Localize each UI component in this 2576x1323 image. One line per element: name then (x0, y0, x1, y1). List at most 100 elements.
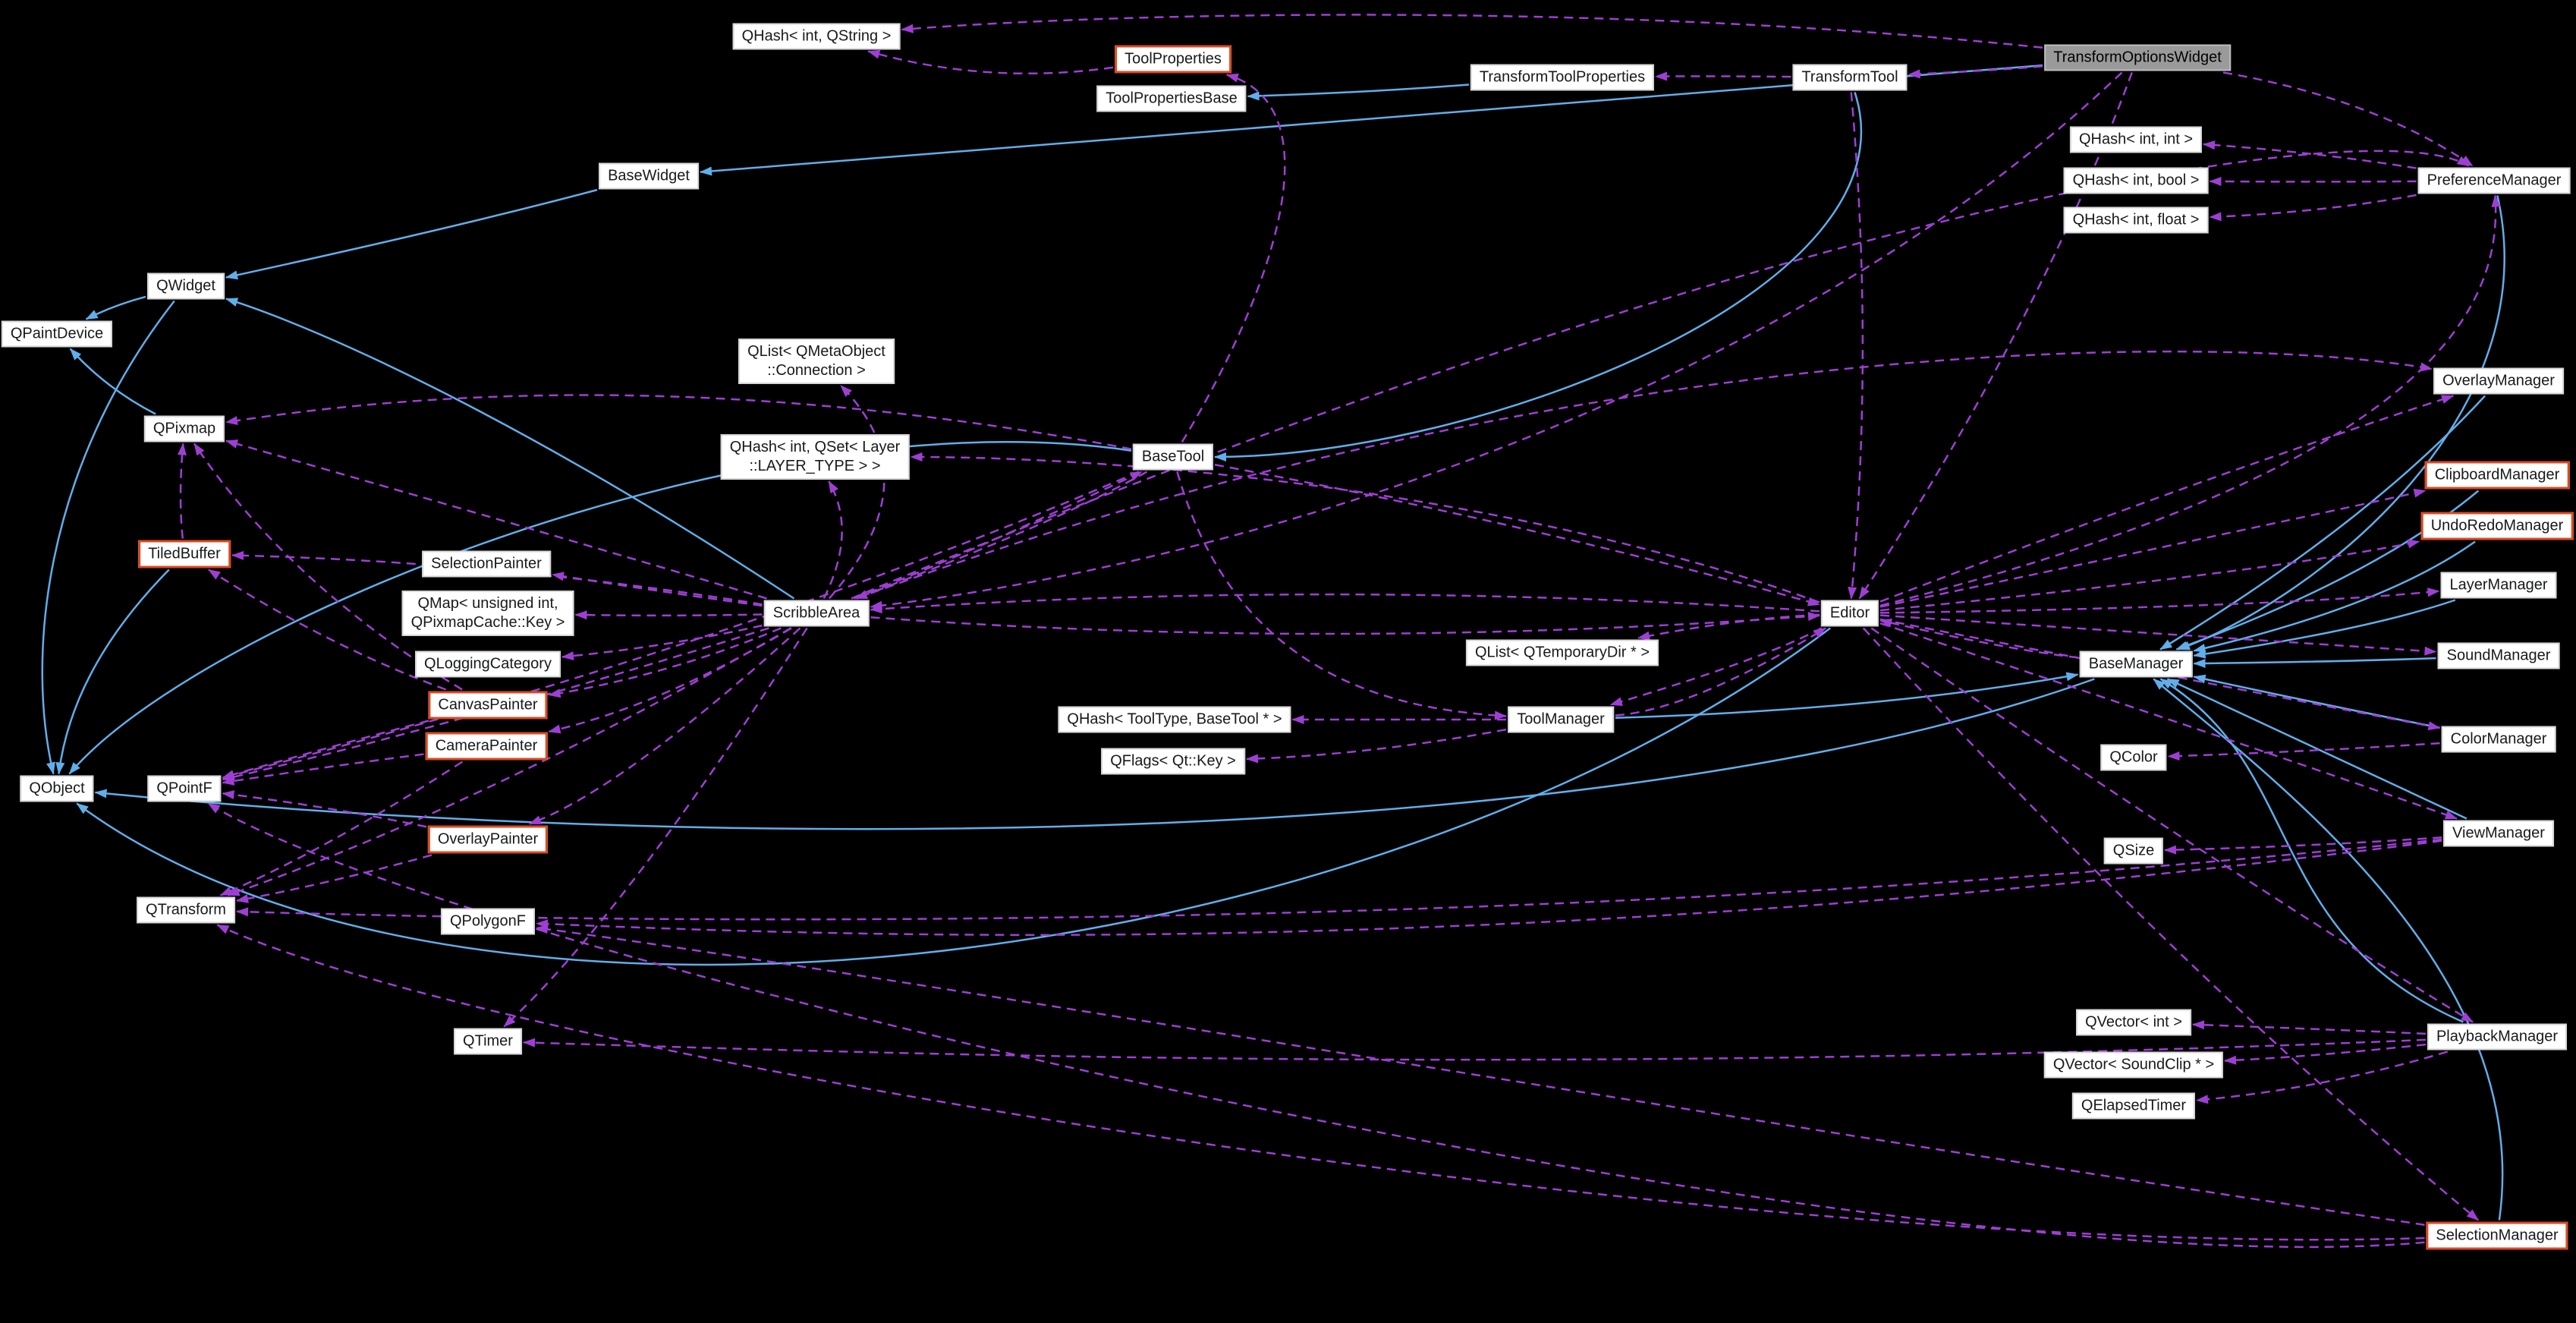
edge-base_tool-qobject (68, 441, 1132, 775)
edge-scribble_area-qtimer (503, 627, 808, 1028)
edge-playback_manager-qelapsed_timer (2196, 1051, 2449, 1104)
node-overlay_painter[interactable]: OverlayPainter (427, 825, 549, 854)
edge-view_manager-qsize (2164, 836, 2442, 855)
edge-editor-scribble_area (870, 593, 1820, 614)
edge-base_tool-qpointf (222, 471, 1140, 780)
edge-editor-selection_manager (1862, 627, 2479, 1221)
node-qelapsed_timer[interactable]: QElapsedTimer (2071, 1092, 2196, 1120)
node-scribble_area[interactable]: ScribbleArea (763, 600, 870, 627)
node-preference_manager[interactable]: PreferenceManager (2417, 167, 2571, 194)
node-camera_painter[interactable]: CameraPainter (425, 732, 548, 761)
node-clipboard_manager[interactable]: ClipboardManager (2424, 461, 2570, 490)
edge-view_manager-qtransform (236, 838, 2442, 921)
node-sound_manager[interactable]: SoundManager (2437, 642, 2560, 669)
node-qsize[interactable]: QSize (2103, 837, 2164, 865)
edge-preference_manager-qhash_int_bool (2209, 176, 2417, 186)
node-base_widget[interactable]: BaseWidget (599, 162, 699, 190)
node-qhash_layer[interactable]: QHash< int, QSet< Layer ::LAYER_TYPE > > (720, 434, 910, 480)
node-qhash_int_bool[interactable]: QHash< int, bool > (2063, 167, 2209, 194)
edge-playback_manager-qtimer (523, 1038, 2427, 1061)
node-qvector_soundclip[interactable]: QVector< SoundClip * > (2043, 1051, 2224, 1079)
node-qobject[interactable]: QObject (20, 775, 94, 802)
node-tool_manager[interactable]: ToolManager (1508, 706, 1614, 733)
node-playback_manager[interactable]: PlaybackManager (2427, 1023, 2568, 1051)
node-qhash_int_float[interactable]: QHash< int, float > (2063, 206, 2209, 234)
edge-editor-qhash_layer (910, 452, 1820, 603)
node-qpolygonf[interactable]: QPolygonF (440, 908, 536, 935)
edge-editor-tool_manager (1609, 627, 1823, 706)
edge-layer_manager-base_manager (2193, 599, 2456, 659)
edge-editor-qobject (76, 627, 1831, 966)
edge-transform_options_widget-preference_manager (2222, 71, 2474, 167)
node-selection_manager[interactable]: SelectionManager (2426, 1221, 2568, 1250)
node-tiled_buffer[interactable]: TiledBuffer (138, 540, 231, 569)
edge-transform_tool_properties-tool_properties_base (1247, 83, 1470, 101)
edge-scribble_area-editor (870, 612, 1820, 635)
node-selection_painter[interactable]: SelectionPainter (422, 550, 551, 578)
edge-base_tool-tool_properties (1181, 73, 1286, 443)
edge-playback_manager-base_manager (2159, 678, 2464, 1023)
edge-tool_manager-qflags_key (1246, 728, 1507, 764)
node-layer_manager[interactable]: LayerManager (2440, 572, 2557, 599)
node-qpaintdevice[interactable]: QPaintDevice (1, 320, 113, 348)
edge-editor-overlay_manager (1879, 395, 2455, 603)
edge-playback_manager-qvector_int (2192, 1020, 2427, 1035)
edge-base_manager-editor (1879, 618, 2078, 659)
edge-editor-undoredo_manager (1879, 539, 2420, 612)
edge-editor-clipboard_manager (1879, 488, 2427, 608)
edge-scribble_area-qpixmap (225, 439, 767, 600)
node-qpointf[interactable]: QPointF (147, 775, 222, 802)
node-qpixmap[interactable]: QPixmap (143, 415, 225, 443)
node-qflags_key[interactable]: QFlags< Qt::Key > (1101, 748, 1245, 775)
node-qtransform[interactable]: QTransform (137, 896, 235, 924)
edge-view_manager-qpolygonf (536, 839, 2442, 936)
edge-scribble_area-selection_painter (552, 572, 763, 607)
edge-undoredo_manager-base_manager (2193, 540, 2476, 653)
edge-tool_manager-base_manager (1615, 672, 2079, 720)
node-base_tool[interactable]: BaseTool (1132, 443, 1214, 471)
node-qvector_int[interactable]: QVector< int > (2076, 1009, 2191, 1036)
edge-canvas_painter-qpointf (222, 720, 429, 780)
node-qtimer[interactable]: QTimer (454, 1028, 522, 1055)
node-undoredo_manager[interactable]: UndoRedoManager (2420, 512, 2574, 540)
edge-tool_manager-editor (1615, 627, 1826, 717)
node-qhash_int_qstring[interactable]: QHash< int, QString > (732, 23, 901, 50)
node-qlogging_category[interactable]: QLoggingCategory (415, 650, 561, 678)
edge-view_manager-base_manager (2166, 678, 2467, 820)
node-tool_properties[interactable]: ToolProperties (1115, 45, 1231, 74)
node-transform_tool_properties[interactable]: TransformToolProperties (1470, 64, 1655, 91)
edge-overlay_manager-base_manager (2159, 395, 2486, 650)
edge-playback_manager-qvector_soundclip (2224, 1043, 2427, 1065)
node-editor[interactable]: Editor (1820, 600, 1879, 627)
edge-base_tool-tool_manager (1176, 471, 1507, 720)
edge-selection_manager-qpolygonf (536, 925, 2425, 1226)
node-qlist_connection[interactable]: QList< QMetaObject ::Connection > (738, 339, 895, 384)
node-qlist_temporarydir[interactable]: QList< QTemporaryDir * > (1465, 639, 1659, 666)
edge-canvas_painter-qpixmap (193, 443, 463, 691)
edge-editor-qlist_temporarydir (1637, 613, 1820, 641)
edge-selection_manager-base_manager (2153, 678, 2504, 1221)
edge-scribble_area-overlay_manager (856, 350, 2433, 600)
node-qmap_pixmapcache[interactable]: QMap< unsigned int, QPixmapCache::Key > (401, 591, 574, 636)
node-overlay_manager[interactable]: OverlayManager (2433, 367, 2564, 395)
node-view_manager[interactable]: ViewManager (2443, 820, 2554, 847)
edge-transform_options_widget-qhash_int_qstring (901, 14, 2043, 49)
edge-scribble_area-canvas_painter (548, 627, 782, 698)
node-base_manager[interactable]: BaseManager (2079, 650, 2193, 678)
node-qwidget[interactable]: QWidget (147, 272, 225, 300)
edge-base_widget-qwidget (225, 188, 598, 280)
node-tool_properties_base[interactable]: ToolPropertiesBase (1096, 85, 1247, 112)
node-qhash_int_int[interactable]: QHash< int, int > (2069, 126, 2203, 153)
node-canvas_painter[interactable]: CanvasPainter (428, 691, 548, 720)
node-transform_options_widget: TransformOptionsWidget (2044, 44, 2231, 71)
node-color_manager[interactable]: ColorManager (2441, 726, 2556, 753)
edge-scribble_area-qmap_pixmapcache (574, 610, 763, 620)
edge-overlay_painter-qtransform (236, 854, 432, 903)
node-qcolor[interactable]: QColor (2100, 744, 2167, 771)
edge-camera_painter-qpointf (222, 753, 424, 786)
node-transform_tool[interactable]: TransformTool (1792, 64, 1908, 91)
edge-qpixmap-qpaintdevice (69, 348, 156, 415)
node-qhash_tooltype[interactable]: QHash< ToolType, BaseTool * > (1058, 706, 1291, 733)
edge-transform_options_widget-transform_tool (1908, 65, 2043, 79)
